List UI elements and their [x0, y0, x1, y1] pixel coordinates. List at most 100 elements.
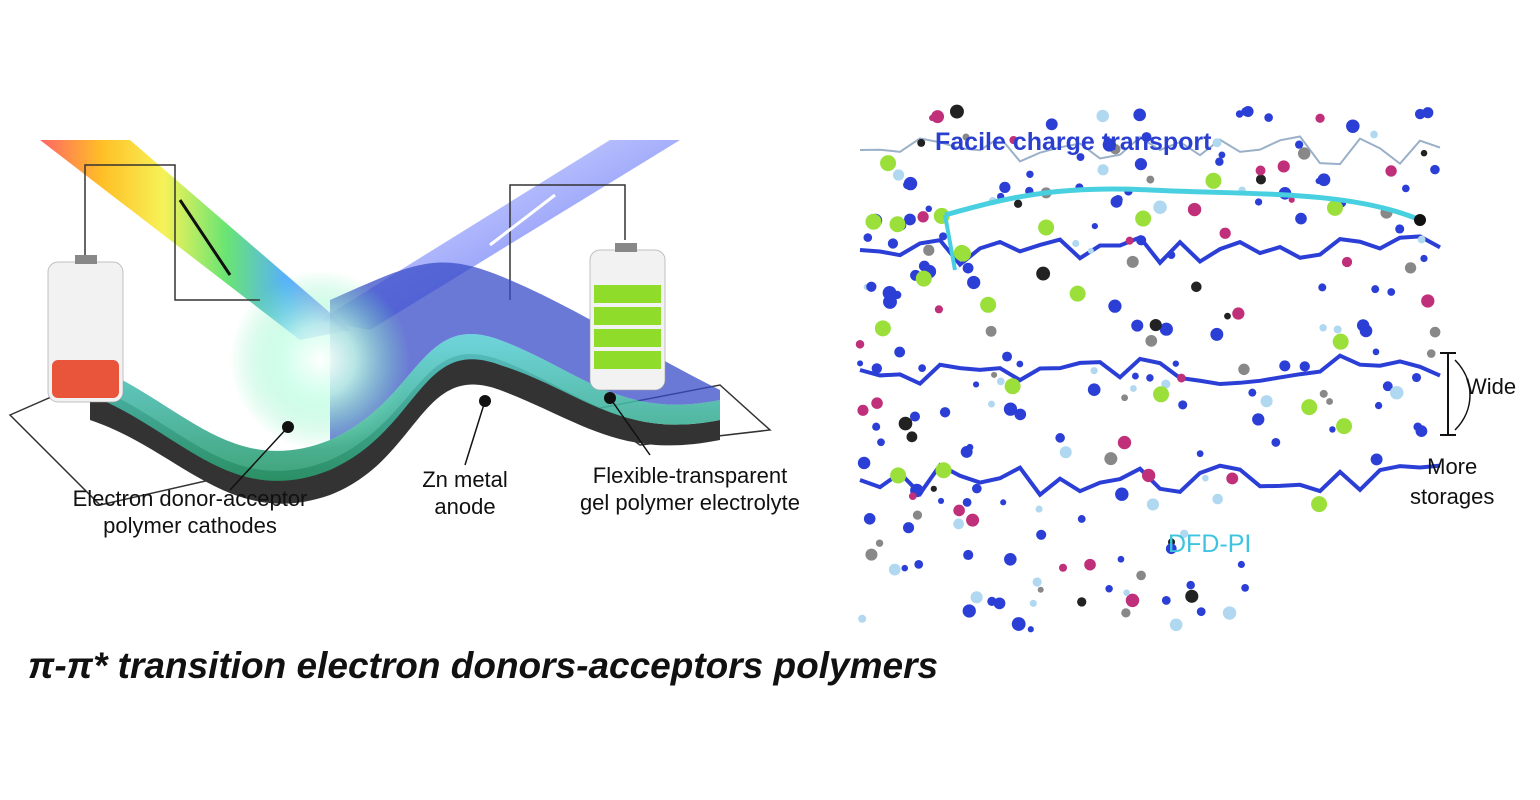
atom — [970, 591, 983, 604]
atom — [1130, 385, 1137, 392]
atom — [1318, 283, 1327, 292]
zinc-ion — [1326, 199, 1343, 216]
atom — [1370, 130, 1378, 139]
zinc-ion — [874, 320, 891, 337]
atom — [939, 407, 951, 418]
polymer-chain — [859, 234, 1441, 268]
zinc-ion — [915, 270, 932, 287]
atom — [1279, 360, 1291, 372]
atom — [1255, 165, 1266, 176]
atom — [1387, 288, 1396, 296]
zinc-ion — [980, 296, 997, 313]
atom — [1125, 236, 1134, 245]
atom — [1146, 374, 1154, 382]
circuit-wire — [84, 164, 260, 301]
cathode-label-line: polymer cathodes — [103, 513, 277, 538]
atom — [857, 404, 869, 416]
atom — [918, 260, 930, 272]
atom — [1238, 363, 1250, 376]
atom — [1178, 400, 1188, 410]
atom — [1277, 160, 1290, 173]
atom — [1179, 529, 1189, 538]
light-glow — [230, 270, 410, 450]
charge-transport-path — [943, 214, 957, 271]
atom — [1036, 266, 1051, 281]
zinc-ion — [1332, 333, 1349, 350]
atom — [1414, 108, 1426, 120]
atom — [1317, 173, 1331, 187]
atom — [925, 205, 933, 213]
anode-label: Zn metal anode — [400, 466, 530, 520]
battery-full-icon — [589, 243, 666, 391]
atom — [1004, 553, 1017, 566]
atom — [1326, 398, 1334, 405]
atom — [1169, 618, 1183, 632]
atom — [857, 456, 871, 470]
atom — [1126, 255, 1139, 268]
atom — [953, 504, 965, 517]
arrow-icon — [489, 193, 556, 247]
electrolyte-label-line: Flexible-transparent — [592, 463, 788, 488]
atom — [1036, 529, 1047, 540]
atom — [966, 443, 974, 451]
atom — [1121, 608, 1131, 618]
electrolyte-label: Flexible-transparent gel polymer electro… — [555, 462, 825, 516]
spacing-bracket — [1440, 352, 1471, 436]
atom — [1117, 435, 1132, 450]
atom — [1145, 334, 1158, 347]
zinc-ion — [889, 216, 906, 233]
atom — [923, 244, 935, 256]
atom — [1146, 175, 1155, 184]
atom — [1013, 199, 1023, 208]
atom — [1210, 327, 1224, 341]
atom — [987, 596, 997, 606]
atom — [1115, 487, 1129, 501]
atom — [1374, 401, 1383, 410]
atom — [929, 114, 936, 122]
atom — [1226, 472, 1239, 485]
molecular-network — [855, 104, 1441, 633]
atom — [1248, 388, 1257, 397]
battery-empty-icon — [47, 255, 124, 403]
atom — [1077, 597, 1087, 607]
atom — [1125, 593, 1140, 608]
atom — [1417, 235, 1426, 244]
atom — [1000, 499, 1007, 506]
atom — [1058, 563, 1068, 572]
atom — [1297, 147, 1311, 160]
atom — [1003, 402, 1018, 416]
atom — [914, 559, 924, 569]
atom — [1212, 138, 1222, 148]
atom — [1430, 164, 1440, 175]
atom — [1415, 425, 1428, 438]
atom — [1252, 413, 1265, 426]
atom — [1134, 158, 1148, 171]
atom — [1032, 577, 1042, 587]
spacing-label: Wide — [1466, 374, 1517, 399]
electrolyte-label-line: gel polymer electrolyte — [579, 490, 801, 515]
atom — [857, 360, 864, 367]
atom — [1084, 558, 1096, 571]
zinc-ion — [935, 462, 952, 479]
atom — [1241, 584, 1249, 592]
atom — [1076, 153, 1085, 161]
atom — [1131, 319, 1144, 332]
atom — [1222, 606, 1237, 620]
pointer-dot — [1414, 214, 1426, 226]
atom — [1271, 437, 1281, 447]
atom — [1161, 379, 1171, 389]
atom — [917, 211, 929, 223]
zinc-ion — [1336, 418, 1353, 435]
zinc-ion — [890, 467, 907, 484]
atom — [991, 371, 998, 378]
caption: π-π* transition electron donors-acceptor… — [28, 645, 939, 686]
atom — [930, 485, 937, 492]
polymer-chain — [859, 353, 1441, 387]
atom — [1370, 453, 1383, 466]
atom — [912, 510, 923, 520]
atom — [1136, 570, 1146, 581]
atom — [934, 305, 943, 314]
atom — [1153, 200, 1167, 215]
atom — [906, 431, 918, 443]
